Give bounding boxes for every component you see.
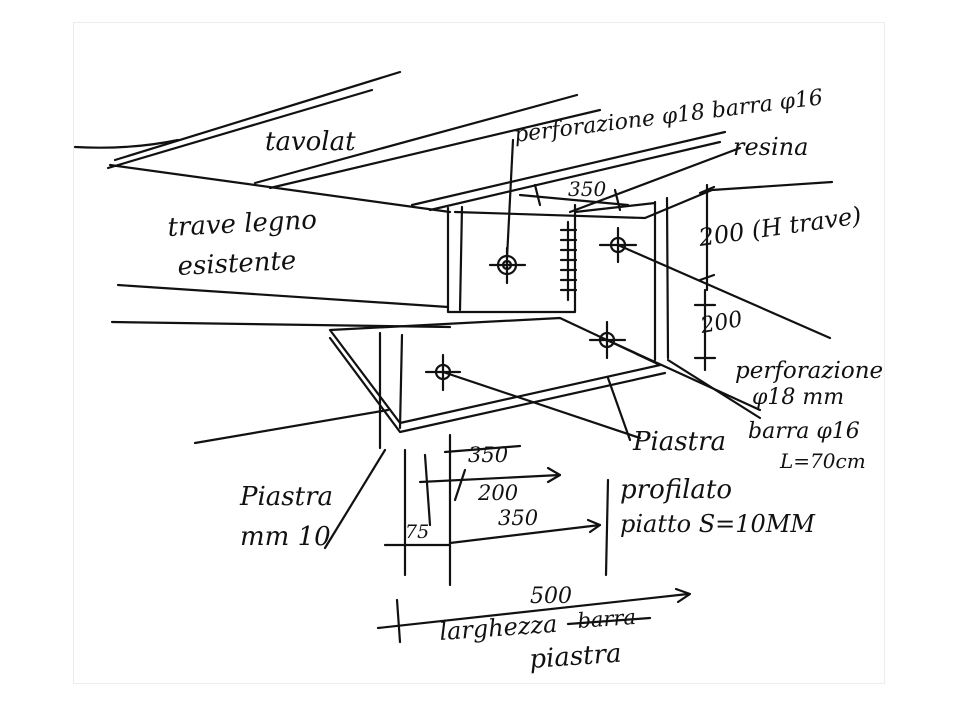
dim-line: [448, 523, 602, 545]
strike-line: [566, 616, 652, 626]
label-piastra-left: Piastra: [239, 482, 333, 512]
label-piastra-right: Piastra: [632, 427, 726, 457]
label-perforazione-r: perforazione: [735, 358, 883, 384]
strike-line: [443, 444, 522, 454]
label-barra-struck: barra: [577, 605, 637, 633]
dim-tick: [698, 185, 716, 282]
bar-axis: [616, 243, 832, 340]
plank-line: [268, 108, 602, 190]
resin-hatching: [559, 220, 578, 302]
plank-line: [253, 93, 579, 185]
bottom-plate: [328, 336, 667, 434]
sketch-annotations: tavolat perforazione φ18 barra φ16 resin…: [167, 85, 883, 675]
label-barra-16: barra φ16: [748, 419, 860, 444]
leader-line: [323, 448, 387, 550]
dim-line: [666, 358, 762, 420]
label-dim-500: 500: [530, 584, 572, 609]
bar-axis: [441, 370, 642, 440]
dim-tick: [693, 303, 717, 360]
plank-line: [113, 70, 402, 162]
label-lunghezza-barra: L=70cm: [779, 449, 866, 473]
dim-arrow: [674, 587, 692, 604]
web-plate: [458, 205, 464, 312]
beam-edge: [116, 283, 450, 309]
label-dim-200-h-trave: 200 (H trave): [696, 201, 863, 252]
label-dim-200: 200: [477, 481, 518, 505]
label-mm10: mm 10: [240, 522, 331, 552]
plank-line: [73, 138, 180, 149]
bottom-plate: [398, 333, 404, 430]
label-piatto-s10: piatto S=10MM: [620, 510, 816, 538]
label-larghezza: larghezza: [438, 610, 558, 646]
dim-line: [604, 478, 610, 577]
leader-line: [505, 138, 515, 260]
sketch-linework: [73, 70, 834, 644]
dim-arrow: [546, 466, 562, 484]
web-plate: [573, 201, 657, 214]
sketch-sheet: [73, 22, 885, 684]
dim-arrow: [586, 518, 602, 534]
bar-axis: [605, 338, 762, 412]
dim-line: [453, 468, 467, 502]
label-esistente: esistente: [177, 246, 297, 282]
dim-line: [395, 598, 402, 644]
web-plate: [665, 196, 670, 360]
beam-edge: [193, 408, 390, 445]
label-piastra-bottom: piastra: [528, 639, 622, 675]
plank-line: [410, 130, 727, 207]
label-resina: resina: [733, 133, 808, 161]
label-dim-75: 75: [405, 521, 429, 543]
leader-line: [606, 376, 632, 442]
plank-line: [428, 140, 722, 212]
dim-line: [376, 592, 690, 630]
dim-line: [423, 453, 432, 527]
label-dim-350: 350: [498, 506, 538, 530]
label-trave-legno: trave legno: [167, 205, 318, 243]
label-profilato: profilato: [620, 475, 732, 505]
label-tavolato: tavolat: [265, 127, 356, 157]
dim-tick: [533, 183, 622, 212]
label-dim-350-top: 350: [568, 177, 606, 201]
web-plate: [446, 203, 577, 314]
label-dim-350-struck: 350: [468, 443, 508, 467]
label-foro-18: φ18 mm: [752, 385, 844, 410]
plank-line: [106, 88, 374, 170]
beam-top-edge: [453, 180, 834, 220]
plank-line: [108, 163, 452, 214]
dim-line: [418, 473, 562, 484]
